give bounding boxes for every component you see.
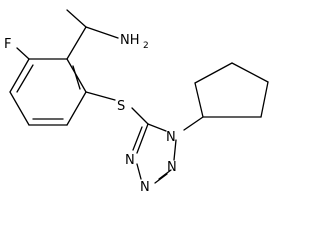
tetrazole-ring xyxy=(132,123,177,184)
benzene-ring xyxy=(9,58,87,126)
amine-subscript: 2 xyxy=(143,41,149,51)
bond xyxy=(9,58,30,93)
tetrazole-n1-label: N xyxy=(166,130,176,145)
bond xyxy=(147,123,167,132)
tetrazole-n4-label: N xyxy=(125,153,135,168)
bond xyxy=(9,91,30,126)
bond xyxy=(66,91,87,126)
fluorine-label: F xyxy=(4,37,11,52)
amine-label: NH xyxy=(120,33,140,48)
bond xyxy=(194,82,204,118)
bond xyxy=(260,81,269,118)
bond xyxy=(85,26,119,39)
double-bond-inner xyxy=(132,126,143,151)
double-bond-inner xyxy=(158,169,172,180)
tetrazole-n2-label: N xyxy=(167,160,177,175)
bond xyxy=(16,47,30,60)
bond xyxy=(136,163,142,180)
bond xyxy=(231,62,269,83)
bond xyxy=(194,62,233,84)
bond xyxy=(173,139,177,161)
double-bond-inner xyxy=(72,65,81,90)
tetrazole-n3-label: N xyxy=(140,180,150,195)
bond xyxy=(136,123,149,154)
bond xyxy=(85,91,116,101)
sulfur-label: S xyxy=(117,99,125,114)
bond xyxy=(154,173,168,184)
bond xyxy=(66,26,87,60)
bond xyxy=(131,107,149,125)
double-bond-inner xyxy=(16,64,34,93)
methyl-bond xyxy=(66,9,87,28)
molecule-structure: NH 2 F S N N N N xyxy=(4,9,269,195)
bond xyxy=(183,116,204,131)
cyclopentyl-ring xyxy=(194,62,269,118)
structure-canvas: NH 2 F S N N N N xyxy=(4,9,269,195)
